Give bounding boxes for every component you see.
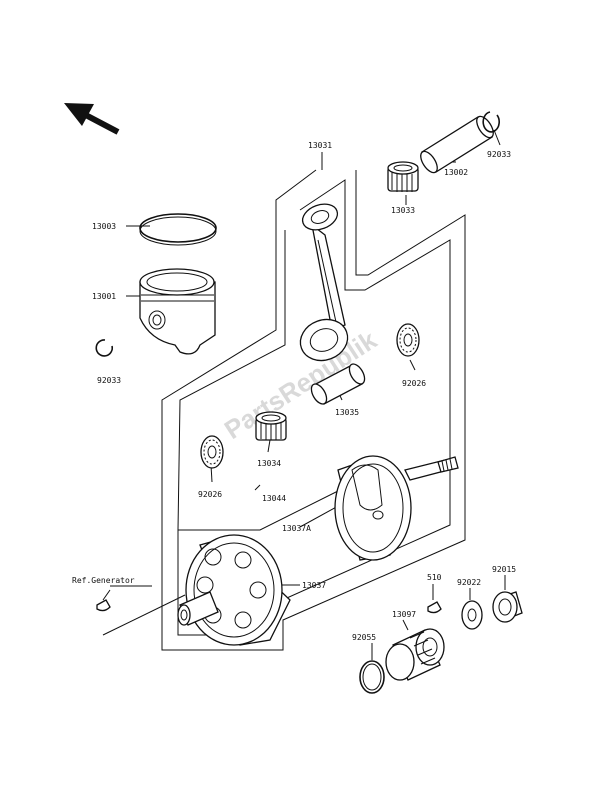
big-end-bearing — [255, 411, 287, 441]
label-92022: 92022 — [457, 578, 481, 587]
label-92026-right: 92026 — [402, 379, 426, 388]
label-92055: 92055 — [352, 633, 376, 642]
o-ring — [359, 660, 385, 694]
label-13031: 13031 — [308, 141, 332, 150]
piston-pin — [420, 115, 494, 174]
label-13034: 13034 — [257, 459, 281, 468]
label-13002: 13002 — [444, 168, 468, 177]
label-13037: 13037 — [302, 581, 326, 590]
label-13035: 13035 — [335, 408, 359, 417]
label-ref-generator: Ref.Generator — [72, 576, 135, 585]
small-end-bearing — [387, 161, 419, 192]
label-92015: 92015 — [492, 565, 516, 574]
piston-ring — [139, 213, 217, 246]
crank-flywheel-left — [177, 534, 291, 646]
washer — [461, 600, 483, 630]
label-92033-right: 92033 — [487, 150, 511, 159]
thrust-washer-left — [200, 435, 224, 469]
connecting-rod — [299, 203, 349, 362]
circlip-left — [95, 339, 114, 357]
label-510: 510 — [427, 573, 442, 582]
crank-flywheel-right — [334, 455, 459, 561]
label-13001: 13001 — [92, 292, 116, 301]
crank-pin — [310, 363, 366, 405]
thrust-washer-right — [396, 323, 420, 357]
woodruff-key-left — [96, 599, 111, 612]
circlip-right — [482, 111, 500, 133]
direction-arrow-icon — [64, 103, 120, 135]
nut — [492, 591, 523, 623]
label-13044: 13044 — [262, 494, 286, 503]
label-92033-left: 92033 — [97, 376, 121, 385]
label-13003: 13003 — [92, 222, 116, 231]
primary-gear — [385, 628, 445, 681]
label-13037a: 13037A — [282, 524, 311, 533]
woodruff-key-right — [427, 601, 442, 614]
label-13097: 13097 — [392, 610, 416, 619]
piston — [139, 268, 216, 355]
label-13033: 13033 — [391, 206, 415, 215]
label-92026-left: 92026 — [198, 490, 222, 499]
